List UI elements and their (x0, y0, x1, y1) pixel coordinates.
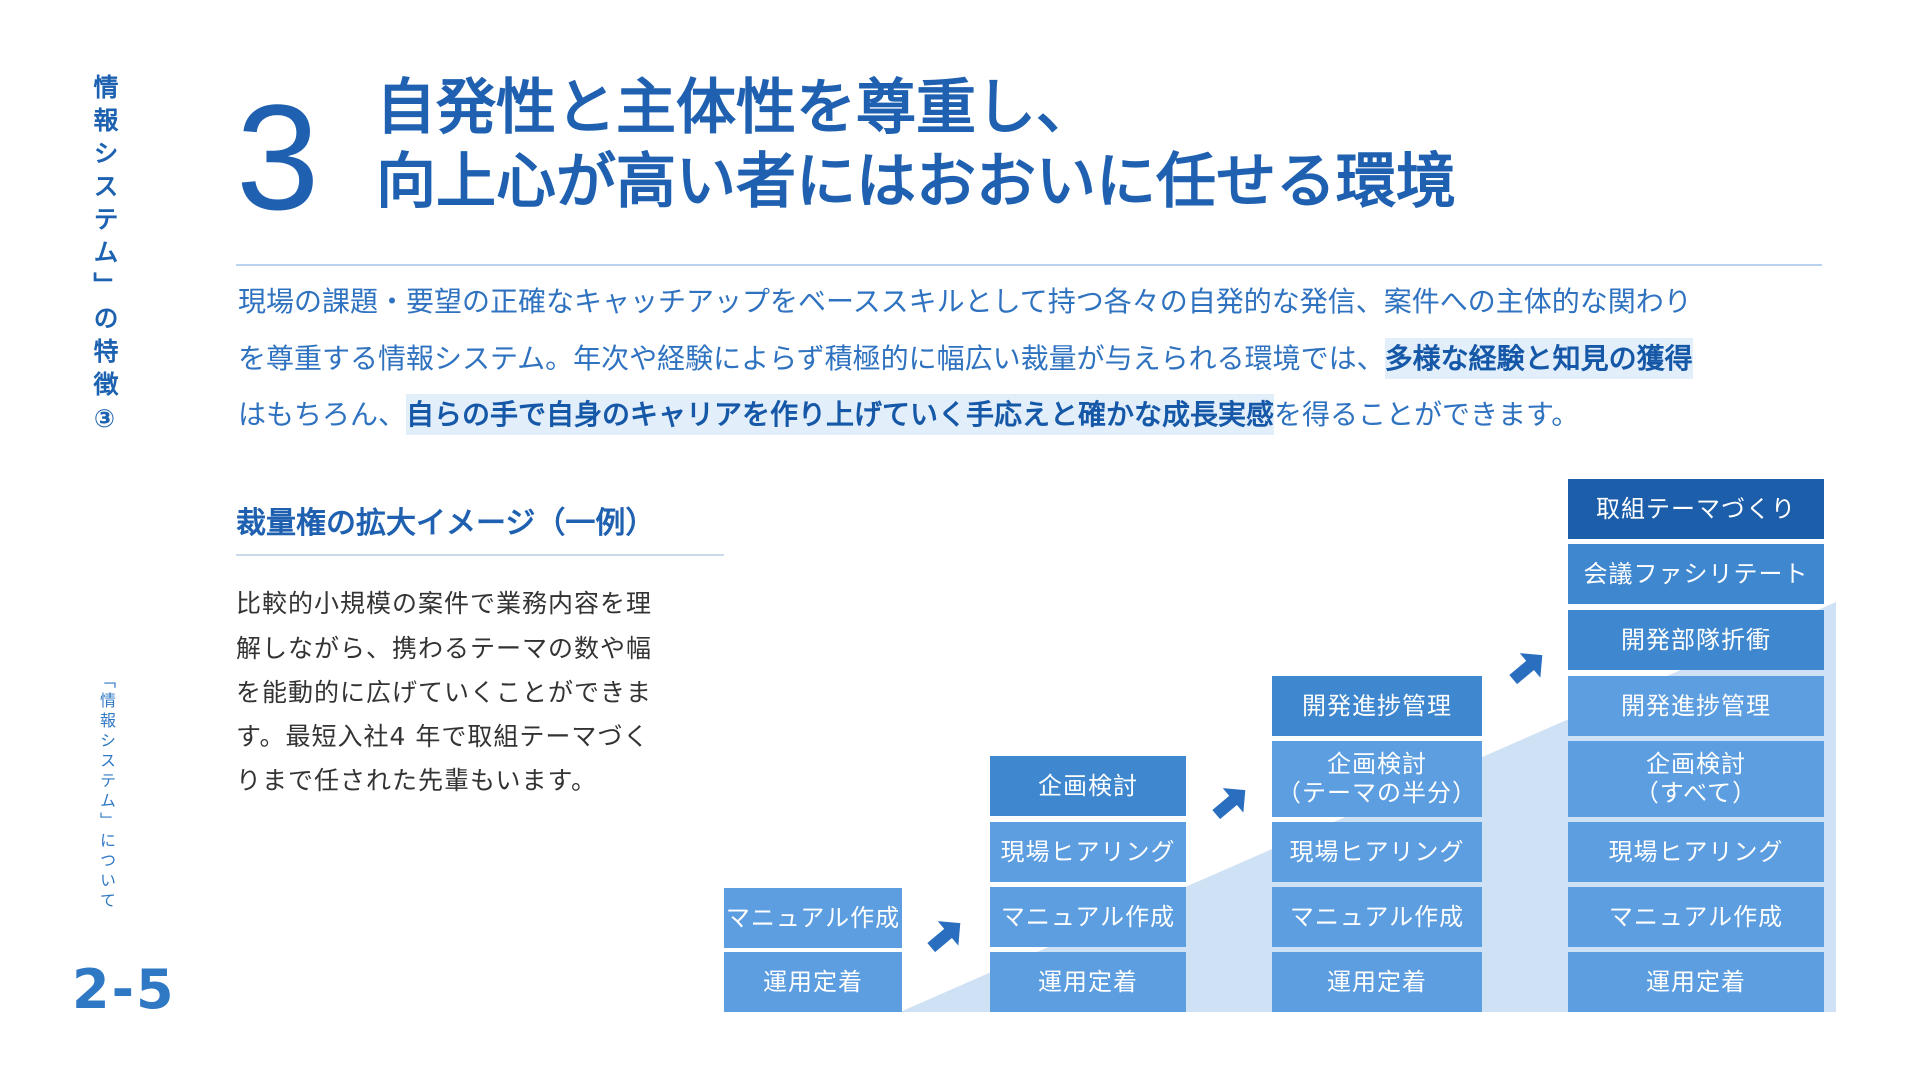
body-text-line: 比較的小規模の案件で業務内容を理 (236, 589, 653, 618)
task-block: 運用定着 (1568, 952, 1824, 1012)
page-title-line-2: 向上心が高い者にはおおいに任せる環境 (376, 147, 1456, 217)
task-block: マニュアル作成 (1568, 887, 1824, 947)
intro-text: はもちろん、 (238, 398, 407, 431)
intro-line-2: を尊重する情報システム。年次や経験によらず積極的に幅広い裁量が与えられる環境では… (238, 338, 1693, 379)
task-block: 開発進捗管理 (1272, 676, 1482, 736)
task-block: 現場ヒアリング (1272, 822, 1482, 882)
page-title-line-1: 自発性と主体性を尊重し、 (376, 73, 1096, 143)
arrow-up-right-icon (1212, 788, 1246, 820)
task-block: 取組テーマづくり (1568, 479, 1824, 539)
task-block: マニュアル作成 (1272, 887, 1482, 947)
task-block: 運用定着 (990, 952, 1186, 1012)
task-block: 企画検討 （すべて） (1568, 741, 1824, 817)
page-number: 2-5 (72, 958, 176, 1021)
task-block: マニュアル作成 (990, 887, 1186, 947)
task-block: 開発部隊折衝 (1568, 610, 1824, 670)
task-block: 現場ヒアリング (990, 822, 1186, 882)
intro-text: を得ることができます。 (1274, 398, 1580, 431)
title-divider (236, 264, 1822, 266)
task-block: マニュアル作成 (724, 888, 902, 948)
intro-line-1: 現場の課題・要望の正確なキャッチアップをベーススキルとして持つ各々の自発的な発信… (238, 288, 1692, 316)
arrow-up-right-icon (1509, 653, 1543, 685)
task-block: 開発進捗管理 (1568, 676, 1824, 736)
intro-line-3: はもちろん、自らの手で自身のキャリアを作り上げていく手応えと確かな成長実感を得る… (238, 394, 1580, 435)
arrow-up-right-icon (927, 921, 961, 953)
task-block: 企画検討 （テーマの半分） (1272, 741, 1482, 817)
body-text-line: を能動的に広げていくことができま (236, 678, 653, 707)
section-subtitle-vertical: 「情報システム」について (97, 672, 116, 912)
section-title-vertical: 情報システム」の特徴③ (90, 74, 119, 441)
intro-highlight: 自らの手で自身のキャリアを作り上げていく手応えと確かな成長実感 (406, 394, 1275, 435)
intro-text: を尊重する情報システム。年次や経験によらず積極的に幅広い裁量が与えられる環境では… (238, 342, 1385, 375)
body-text-line: りまで任された先輩もいます。 (236, 766, 598, 795)
subsection-title: 裁量権の拡大イメージ（一例） (236, 506, 656, 541)
body-text-line: す。最短入社4 年で取組テーマづく (236, 722, 650, 751)
task-block: 現場ヒアリング (1568, 822, 1824, 882)
task-block: 企画検討 (990, 756, 1186, 816)
intro-text: 現場の課題・要望の正確なキャッチアップをベーススキルとして持つ各々の自発的な発信… (238, 285, 1692, 318)
body-text-line: 解しながら、携わるテーマの数や幅 (236, 634, 653, 663)
task-block: 運用定着 (724, 952, 902, 1012)
task-block: 会議ファシリテート (1568, 544, 1824, 604)
feature-number: 3 (236, 73, 320, 241)
task-block: 運用定着 (1272, 952, 1482, 1012)
intro-highlight: 多様な経験と知見の獲得 (1384, 338, 1693, 379)
subsection-divider (236, 554, 724, 556)
